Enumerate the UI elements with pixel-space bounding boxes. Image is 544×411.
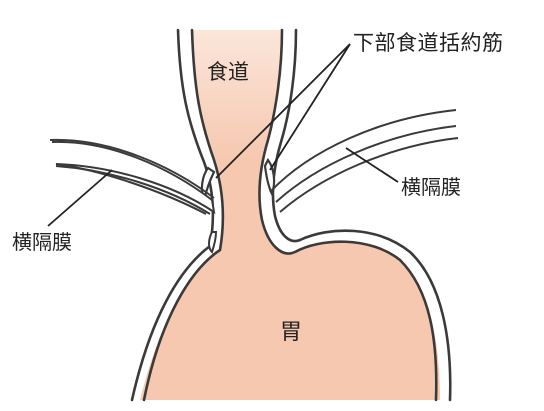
- sphincter-left-lower: [209, 232, 216, 252]
- label-stomach: 胃: [280, 322, 302, 344]
- leader-diaphragm-left: [48, 170, 112, 226]
- label-lower-esophageal-sphincter: 下部食道括約筋: [353, 33, 504, 54]
- label-diaphragm-right: 横隔膜: [401, 177, 461, 197]
- label-diaphragm-left: 横隔膜: [12, 232, 72, 252]
- label-esophagus: 食道: [207, 62, 249, 83]
